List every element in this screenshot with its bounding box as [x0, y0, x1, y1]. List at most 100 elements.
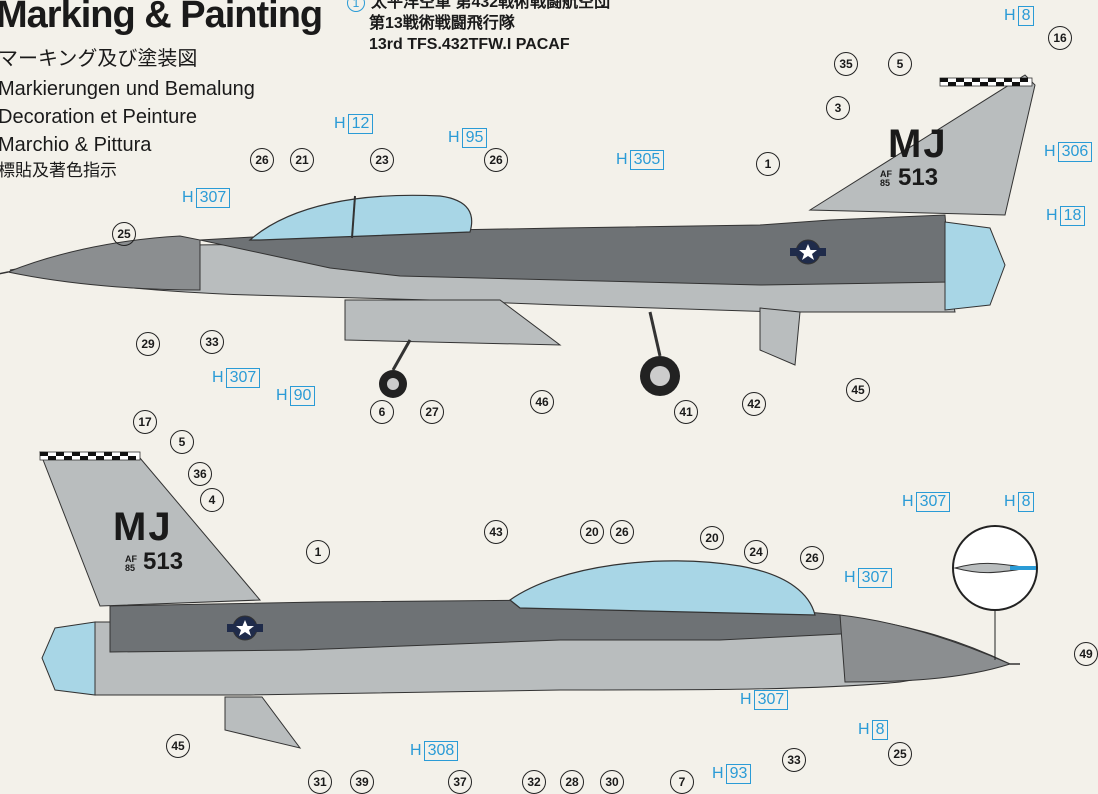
paint-code-number: 8	[1017, 492, 1035, 512]
serial-bottom: 513	[143, 548, 184, 575]
subtitle-japanese: マーキング及び塗装図	[0, 48, 198, 70]
callout-bottom-39: 39	[350, 770, 374, 794]
callout-bottom-28: 28	[560, 770, 584, 794]
callout-top-29: 29	[136, 332, 160, 356]
paint-code-number: 307	[857, 568, 893, 588]
top-aircraft-profile	[0, 74, 1036, 398]
callout-top-1: 1	[756, 152, 780, 176]
paint-code-prefix: H	[1004, 7, 1016, 24]
serial-top: 513	[898, 164, 939, 191]
callout-bottom-49: 49	[1074, 642, 1098, 666]
paint-code-number: 307	[225, 368, 261, 388]
tail-code-top: MJ	[888, 122, 948, 166]
paint-code-number: 307	[915, 492, 951, 512]
tail-code-bottom: MJ	[113, 505, 173, 549]
callout-bottom-4: 4	[200, 488, 224, 512]
callout-top-42: 42	[742, 392, 766, 416]
subtitle-chinese: 標貼及著色指示	[0, 161, 117, 180]
callout-bottom-25: 25	[888, 742, 912, 766]
scheme-squadron-jp: 第13戦術戦闘飛行隊	[369, 15, 515, 32]
paint-code-number: 93	[725, 764, 752, 784]
paint-code-prefix: H	[902, 493, 914, 510]
paint-code-number: 307	[753, 690, 789, 710]
scheme-squadron-en: 13rd TFS.432TFW.I PACAF	[369, 36, 570, 53]
callout-bottom-33: 33	[782, 748, 806, 772]
serial-prefix-top: AF 85	[880, 169, 892, 188]
paint-code-prefix: H	[1046, 207, 1058, 224]
callout-top-5: 5	[888, 52, 912, 76]
paint-code-number: 12	[347, 114, 374, 134]
callout-bottom-1: 1	[306, 540, 330, 564]
paint-code-number: 307	[195, 188, 231, 208]
callout-bottom-37: 37	[448, 770, 472, 794]
callout-top-6: 6	[370, 400, 394, 424]
callout-bottom-20: 20	[580, 520, 604, 544]
callout-top-16: 16	[1048, 26, 1072, 50]
callout-top-33: 33	[200, 330, 224, 354]
paint-code-number: 308	[423, 741, 459, 761]
fin-checkerboard-bottom	[39, 451, 141, 461]
callout-top-25: 25	[112, 222, 136, 246]
paint-code-number: 18	[1059, 206, 1086, 226]
paint-code-prefix: H	[410, 742, 422, 759]
paint-code-prefix: H	[740, 691, 752, 708]
paint-code-number: 95	[461, 128, 488, 148]
paint-code-number: 305	[629, 150, 665, 170]
paint-code-prefix: H	[858, 721, 870, 738]
callout-top-46: 46	[530, 390, 554, 414]
subtitle-german: Markierungen und Bemalung	[0, 78, 255, 100]
callout-bottom-20: 20	[700, 526, 724, 550]
paint-code-prefix: H	[448, 129, 460, 146]
callout-top-26: 26	[484, 148, 508, 172]
callout-top-35: 35	[834, 52, 858, 76]
callout-top-45: 45	[846, 378, 870, 402]
pitot-detail-inset	[952, 525, 1038, 660]
callout-top-27: 27	[420, 400, 444, 424]
paint-code-prefix: H	[1004, 493, 1016, 510]
callout-top-3: 3	[826, 96, 850, 120]
callout-bottom-36: 36	[188, 462, 212, 486]
callout-bottom-26: 26	[800, 546, 824, 570]
serial-prefix-bottom: AF 85	[125, 554, 137, 573]
subtitle-italian: Marchio & Pittura	[0, 134, 152, 156]
paint-code-prefix: H	[212, 369, 224, 386]
paint-code-prefix: H	[1044, 143, 1056, 160]
callout-bottom-31: 31	[308, 770, 332, 794]
paint-code-prefix: H	[334, 115, 346, 132]
paint-code-number: 8	[871, 720, 889, 740]
callout-bottom-24: 24	[744, 540, 768, 564]
subtitle-french: Decoration et Peinture	[0, 106, 198, 128]
page-title: Marking & Painting	[0, 0, 323, 36]
paint-code-prefix: H	[182, 189, 194, 206]
callout-bottom-7: 7	[670, 770, 694, 794]
paint-code-number: 90	[289, 386, 316, 406]
paint-code-prefix: H	[712, 765, 724, 782]
paint-code-prefix: H	[844, 569, 856, 586]
callout-bottom-26: 26	[610, 520, 634, 544]
fin-checkerboard-top	[939, 77, 1033, 87]
paint-code-prefix: H	[616, 151, 628, 168]
bottom-aircraft-profile	[39, 451, 1020, 749]
callout-top-21: 21	[290, 148, 314, 172]
scheme-unit-jp: 太平洋空軍 第432戦術戦闘航空団	[371, 0, 611, 11]
callout-bottom-5: 5	[170, 430, 194, 454]
paint-code-number: 306	[1057, 142, 1093, 162]
callout-bottom-45: 45	[166, 734, 190, 758]
callout-top-26: 26	[250, 148, 274, 172]
